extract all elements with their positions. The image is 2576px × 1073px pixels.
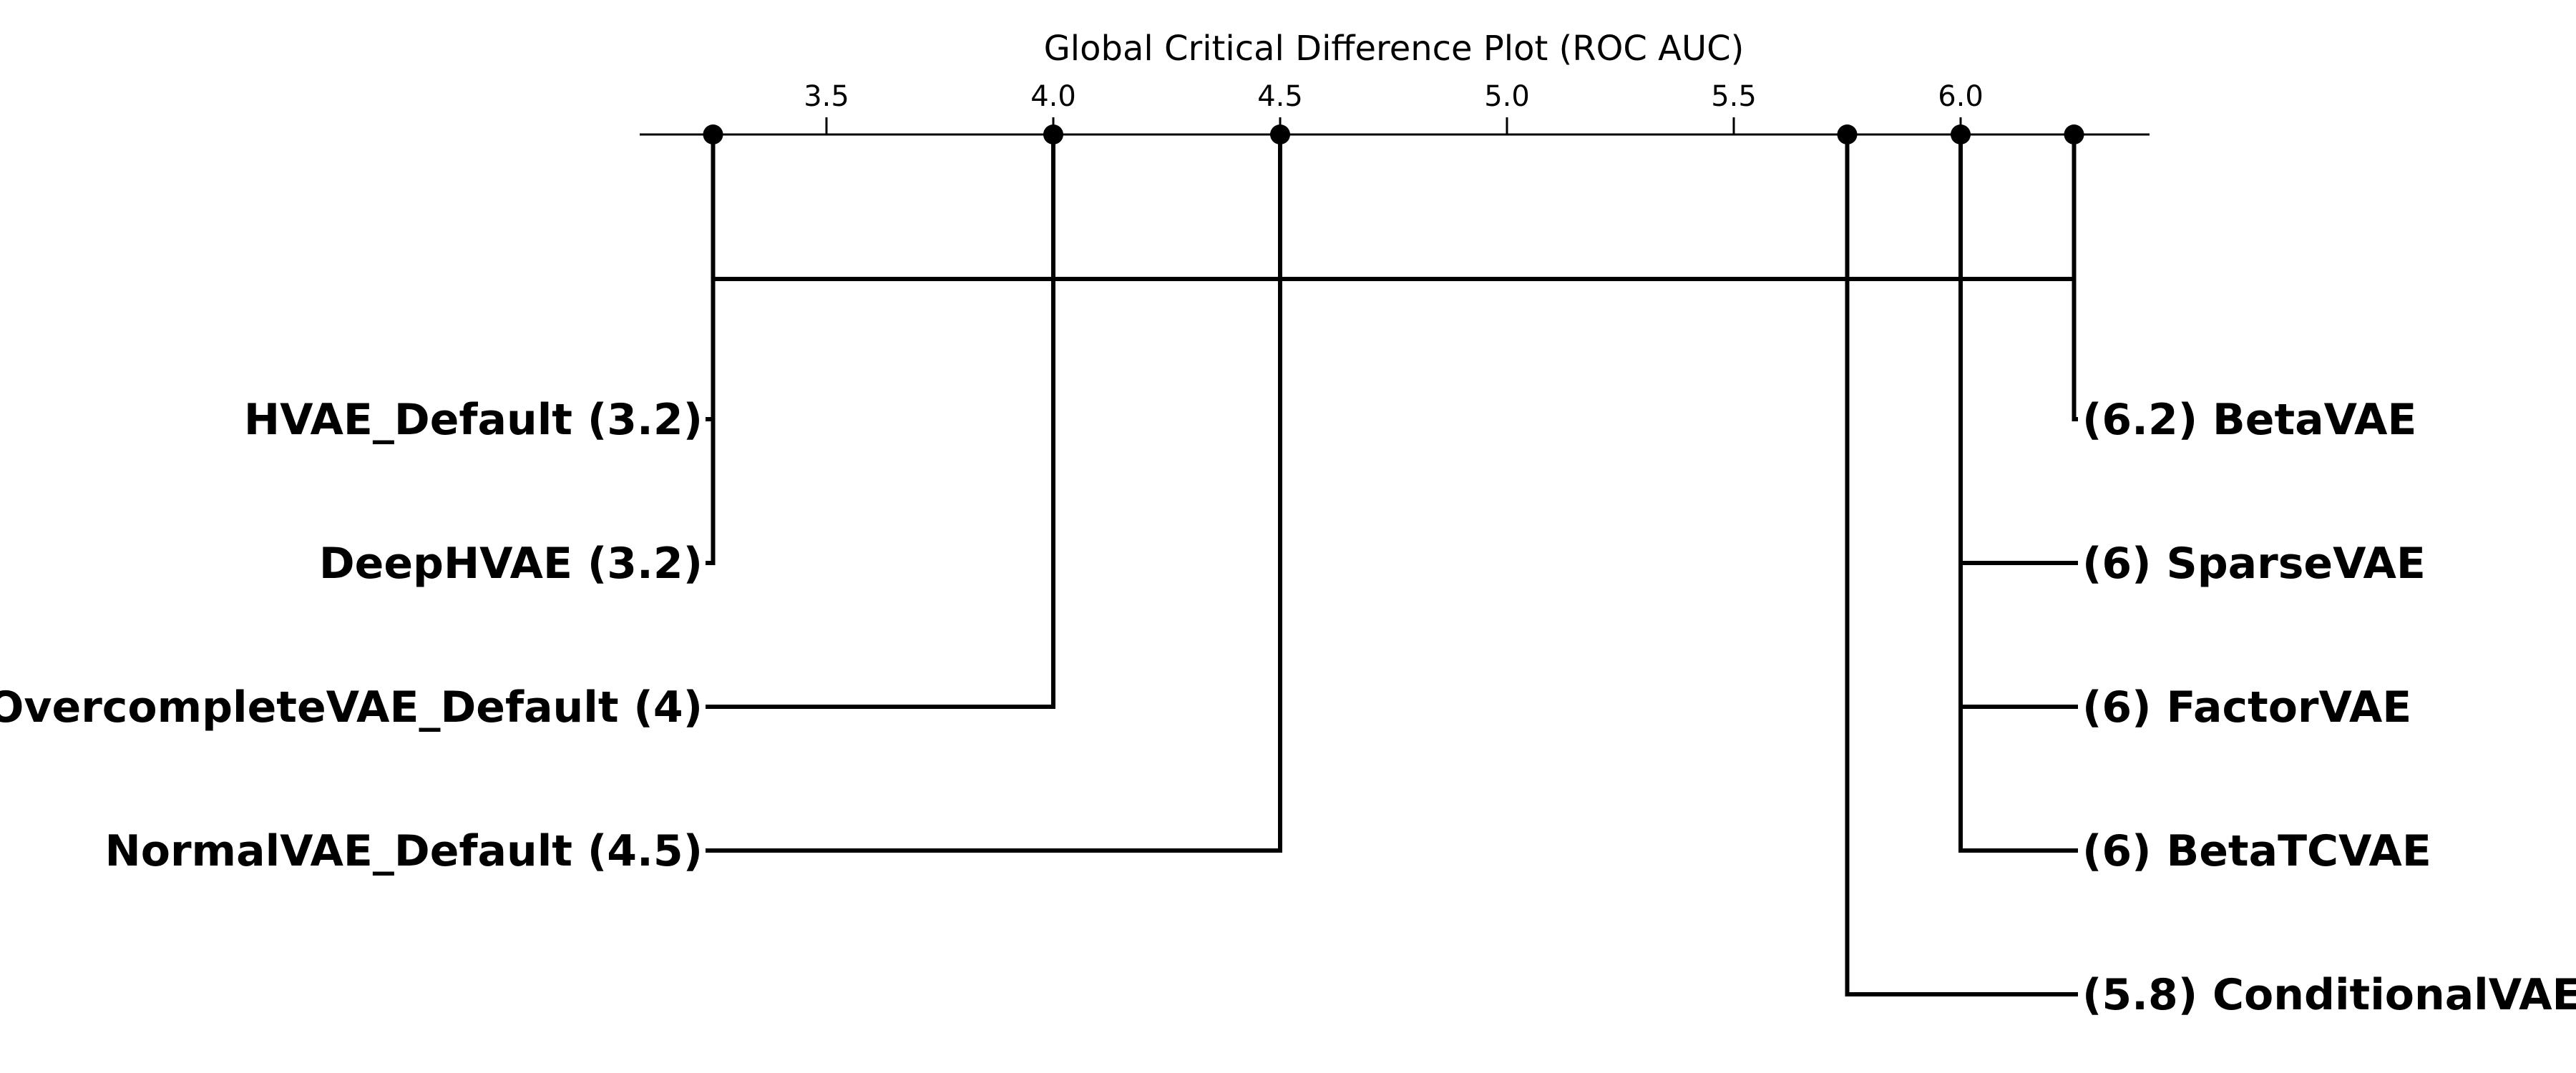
model-connectors <box>706 134 2078 996</box>
model-labels: HVAE_Default (3.2) DeepHVAE (3.2) Overcomp… <box>0 395 2576 1020</box>
right-model-label: (6) FactorVAE <box>2082 682 2411 733</box>
right-connector <box>1958 134 2078 853</box>
axis-tick-label: 4.5 <box>1257 80 1303 113</box>
axis-tick-label: 4.0 <box>1030 80 1076 113</box>
axis-tick-label: 3.5 <box>804 80 849 113</box>
chart-title: Global Critical Difference Plot (ROC AUC… <box>1044 29 1745 69</box>
right-model-label: (6.2) BetaVAE <box>2082 395 2416 445</box>
axis-ticks: 3.5 4.0 4.5 5.0 5.5 6.0 <box>804 80 1984 134</box>
right-model-label: (5.8) ConditionalVAE <box>2082 970 2576 1020</box>
rank-marker <box>1837 124 1858 144</box>
right-connector <box>2072 134 2078 421</box>
right-model-label: (6) SparseVAE <box>2082 539 2426 589</box>
left-model-label: HVAE_Default (3.2) <box>244 395 703 445</box>
axis-tick-label: 5.5 <box>1711 80 1757 113</box>
rank-marker <box>1270 124 1290 144</box>
rank-markers <box>703 124 2084 144</box>
left-connector <box>706 134 1055 709</box>
rank-marker <box>703 124 723 144</box>
rank-marker <box>1951 124 1971 144</box>
rank-marker <box>1043 124 1063 144</box>
axis-tick-label: 5.0 <box>1484 80 1530 113</box>
left-connector <box>706 134 716 565</box>
left-model-label: OvercompleteVAE_Default (4) <box>0 682 703 733</box>
right-model-label: (6) BetaTCVAE <box>2082 826 2431 876</box>
axis-tick-label: 6.0 <box>1938 80 1984 113</box>
left-connector <box>706 134 1282 853</box>
rank-marker <box>2064 124 2084 144</box>
left-model-label: DeepHVAE (3.2) <box>319 539 703 589</box>
right-connector <box>1845 134 2078 996</box>
left-model-label: NormalVAE_Default (4.5) <box>105 826 703 876</box>
